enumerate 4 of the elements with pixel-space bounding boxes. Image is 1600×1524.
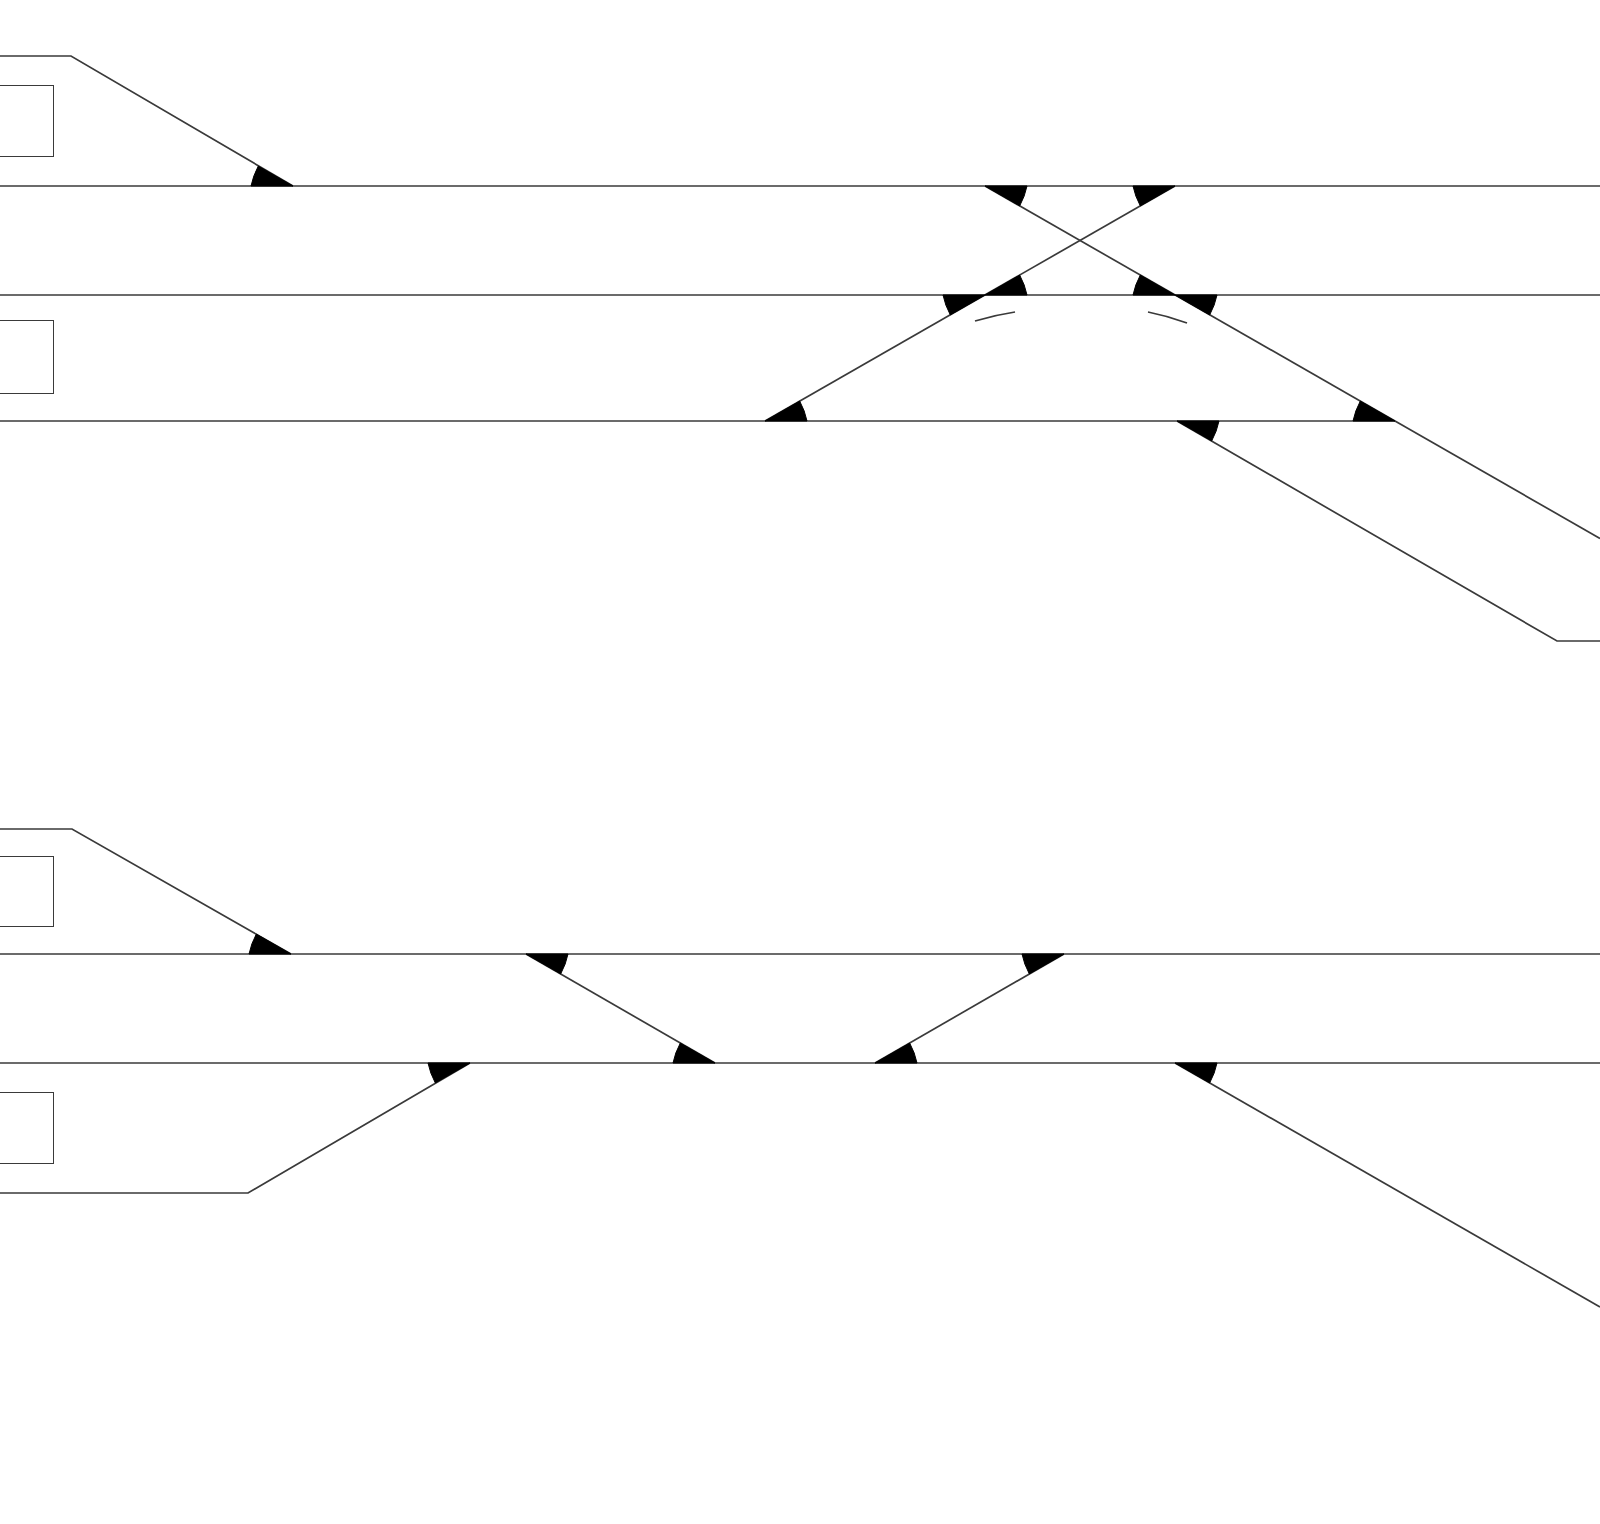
platform-block [0,320,54,394]
platform-block [0,1092,54,1164]
platform-block [0,85,54,157]
platform-block [0,856,54,927]
